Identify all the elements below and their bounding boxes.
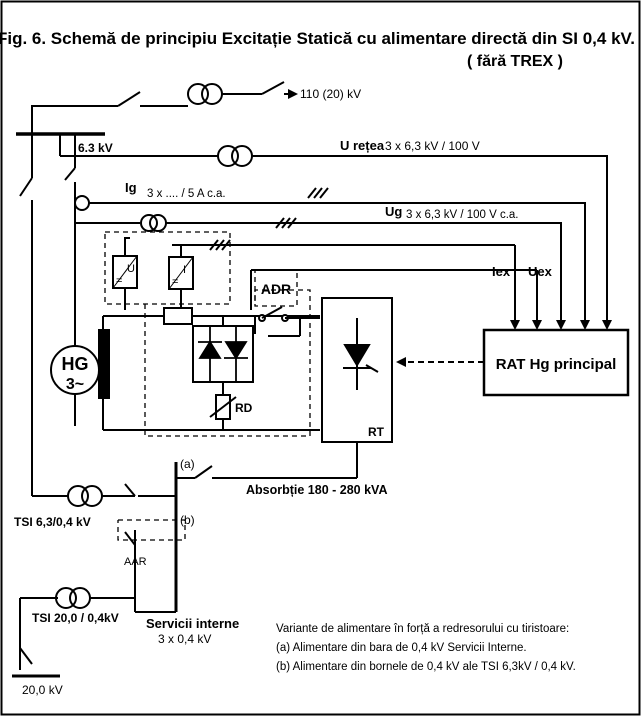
note-line-2: (a) Alimentare din bara de 0,4 kV Servic… — [276, 642, 527, 654]
label-tsi-20: TSI 20,0 / 0,4kV — [32, 611, 119, 625]
label-rd: RD — [235, 401, 253, 415]
ct-ig-icon — [74, 195, 90, 211]
page-subtitle: ( fără TREX ) — [467, 53, 563, 70]
label-ug-val: 3 x 6,3 kV / 100 V c.a. — [406, 209, 519, 221]
label-u-retea: U rețea — [340, 138, 385, 153]
label-rt: RT — [368, 425, 385, 439]
note-line-1: Variante de alimentare în forță a redres… — [276, 623, 569, 635]
label-110kv: 110 (20) kV — [300, 87, 361, 101]
label-conv-i-eq: = — [172, 276, 178, 288]
label-aar: AAR — [124, 556, 147, 568]
line-110kv — [31, 105, 118, 134]
note-line-3: (b) Alimentare din bornele de 0,4 kV ale… — [276, 661, 576, 673]
label-hg-bottom: 3~ — [66, 376, 84, 393]
label-ig-val: 3 x .... / 5 A c.a. — [147, 188, 226, 200]
label-opt-b: (b) — [180, 513, 195, 527]
label-ug: Ug — [385, 204, 402, 219]
label-tsi-63: TSI 6,3/0,4 kV — [14, 515, 91, 529]
label-bus-20kv: 20,0 kV — [22, 683, 63, 697]
label-adr: ADR — [261, 281, 291, 297]
diode-left-icon — [198, 340, 222, 359]
label-hg-top: HG — [62, 354, 89, 374]
label-servicii-val: 3 x 0,4 kV — [158, 632, 211, 646]
transformer-uretea-icon — [217, 145, 239, 167]
transformer-ug-icon — [140, 214, 158, 232]
transformer-tsi20-icon — [55, 587, 77, 609]
adr-dashed-box — [254, 269, 298, 307]
transformer-110-icon — [187, 83, 209, 105]
shunt-block — [163, 307, 193, 325]
label-servicii: Servicii interne — [146, 616, 239, 631]
field-winding — [98, 329, 110, 399]
transformer-tsi63-icon — [67, 485, 89, 507]
label-u-retea-val: 3 x 6,3 kV / 100 V — [385, 139, 480, 153]
label-ig: Ig — [125, 180, 137, 195]
label-opt-a: (a) — [180, 457, 195, 471]
label-rat: RAT Hg principal — [496, 356, 617, 373]
label-conv-u: U — [127, 263, 135, 275]
page-title: Fig. 6. Schemă de principiu Excitație St… — [0, 29, 635, 48]
label-bus-63kv: 6.3 kV — [78, 141, 113, 155]
thyristor-icon — [343, 344, 371, 367]
label-conv-i: I — [183, 264, 186, 276]
label-uex: Uex — [528, 264, 553, 279]
label-absorbtie: Absorbție 180 - 280 kVA — [246, 483, 388, 497]
label-conv-u-eq: = — [116, 275, 122, 287]
diode-right-icon — [224, 341, 248, 360]
label-iex: Iex — [492, 264, 511, 279]
